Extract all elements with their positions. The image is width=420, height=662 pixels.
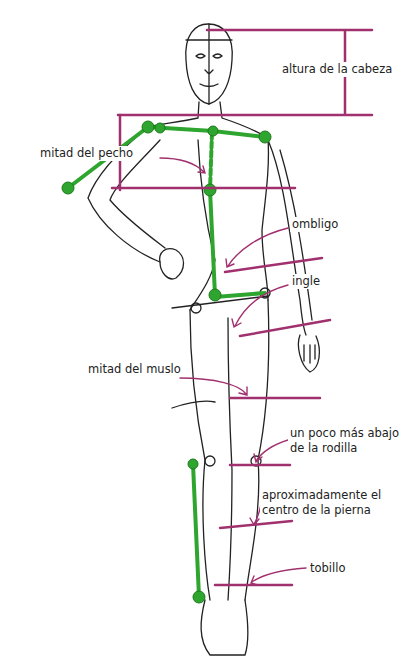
annotation-label: altura de la cabeza [280,62,394,77]
annotation-label: ingle [290,274,322,289]
annotation-label: un poco más abajo de la rodilla [288,426,414,456]
annotation-label: mitad del pecho [38,146,135,161]
annotation-label: mitad del muslo [86,362,183,377]
figure-sketch [88,24,319,655]
annotation-label: ombligo [290,217,340,232]
annotation-label: tobillo [308,561,347,576]
skeleton-joints [62,121,271,603]
annotation-label: aproximadamente el centro de la pierna [260,488,414,518]
joint-marks [191,288,270,466]
